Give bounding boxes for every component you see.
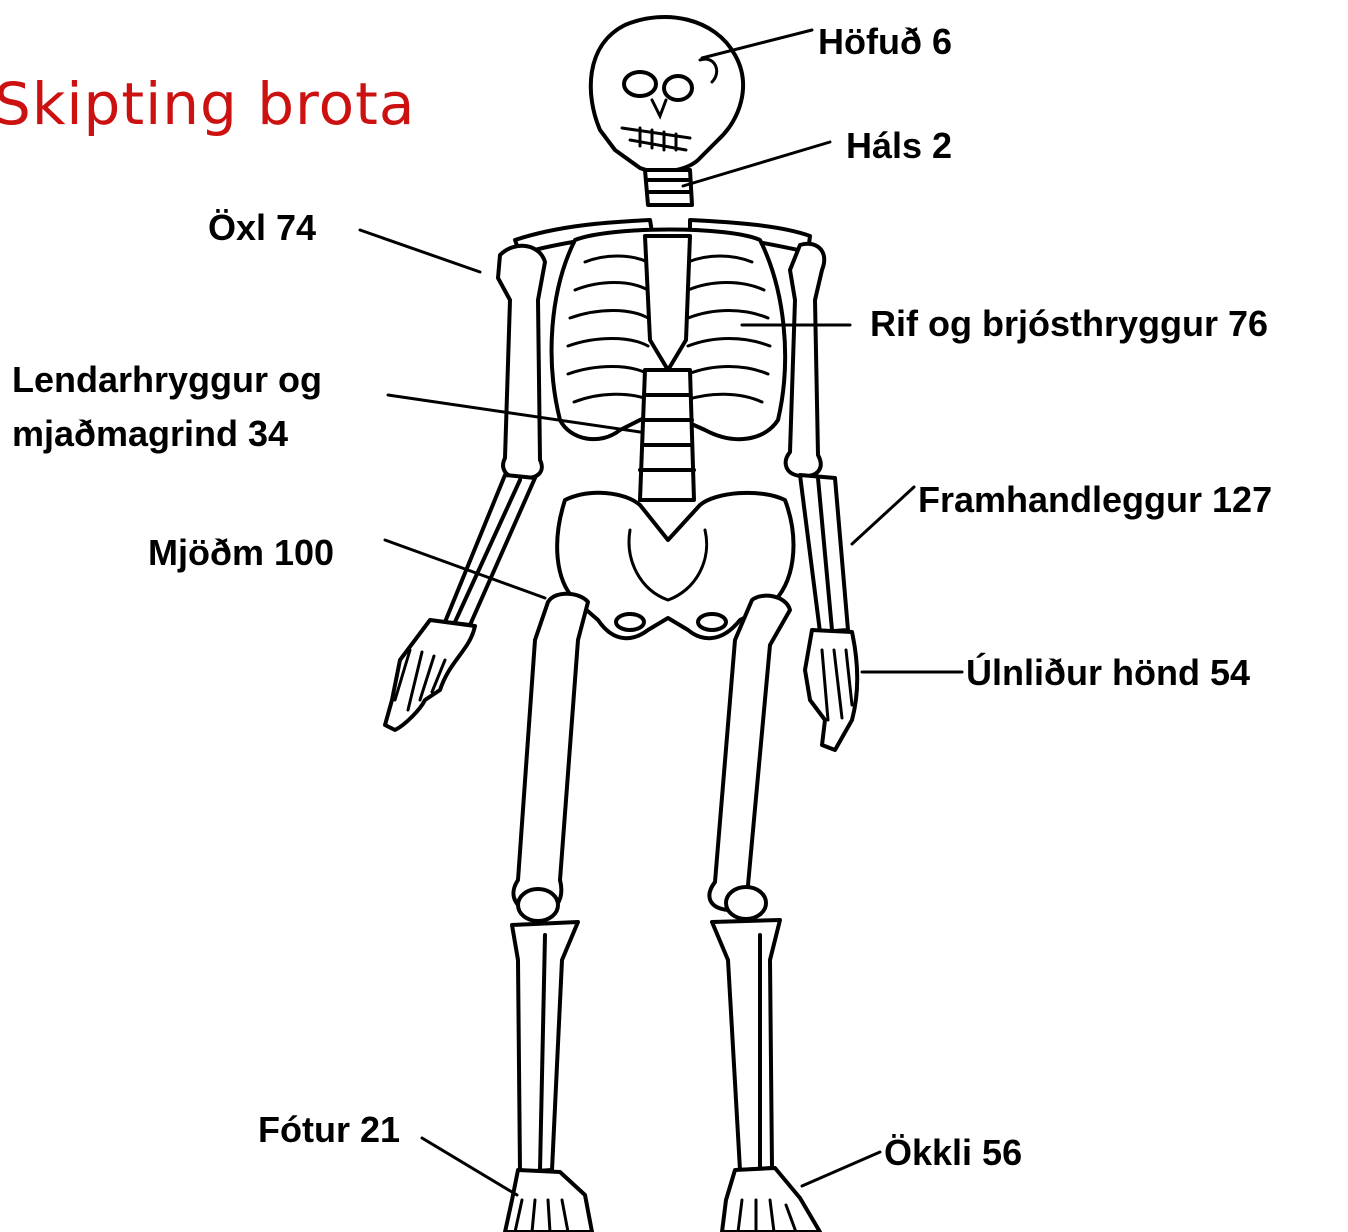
label-neck: Háls 2 <box>846 125 952 166</box>
humerus-left <box>498 246 545 478</box>
label-forearm: Framhandleggur 127 <box>918 479 1272 520</box>
humerus-right <box>786 244 825 477</box>
femur-left <box>513 594 588 913</box>
pelvis-foramen-left <box>616 614 644 630</box>
tibia-left <box>512 922 578 1172</box>
leader-foot <box>422 1138 517 1195</box>
skeleton-illustration <box>385 17 857 1232</box>
label-wrist: Úlnliður hönd 54 <box>966 651 1250 693</box>
skull-eye-left <box>624 72 656 96</box>
lumbar-spine <box>640 370 694 500</box>
cervical-spine <box>645 170 692 205</box>
label-ankle: Ökkli 56 <box>884 1132 1022 1173</box>
kneecap-left <box>518 889 558 921</box>
leader-ankle <box>802 1152 880 1186</box>
pelvis-foramen-right <box>698 614 726 630</box>
leader-shoulder <box>360 230 480 272</box>
hand-left <box>385 620 475 730</box>
leader-forearm <box>852 487 914 544</box>
tibia-right <box>712 920 780 1170</box>
kneecap-right <box>726 887 766 919</box>
skull-eye-right <box>664 76 692 100</box>
label-foot: Fótur 21 <box>258 1109 400 1150</box>
label-ribs: Rif og brjósthryggur 76 <box>870 303 1268 344</box>
forearm-right <box>800 475 848 632</box>
label-shoulder: Öxl 74 <box>208 207 316 248</box>
label-lumbar-1: Lendarhryggur og <box>12 359 322 400</box>
label-lumbar-2: mjaðmagrind 34 <box>12 413 288 454</box>
forearm-left <box>445 475 535 625</box>
label-hip: Mjöðm 100 <box>148 532 334 573</box>
label-head: Höfuð 6 <box>818 21 952 62</box>
femur-right <box>709 596 790 911</box>
